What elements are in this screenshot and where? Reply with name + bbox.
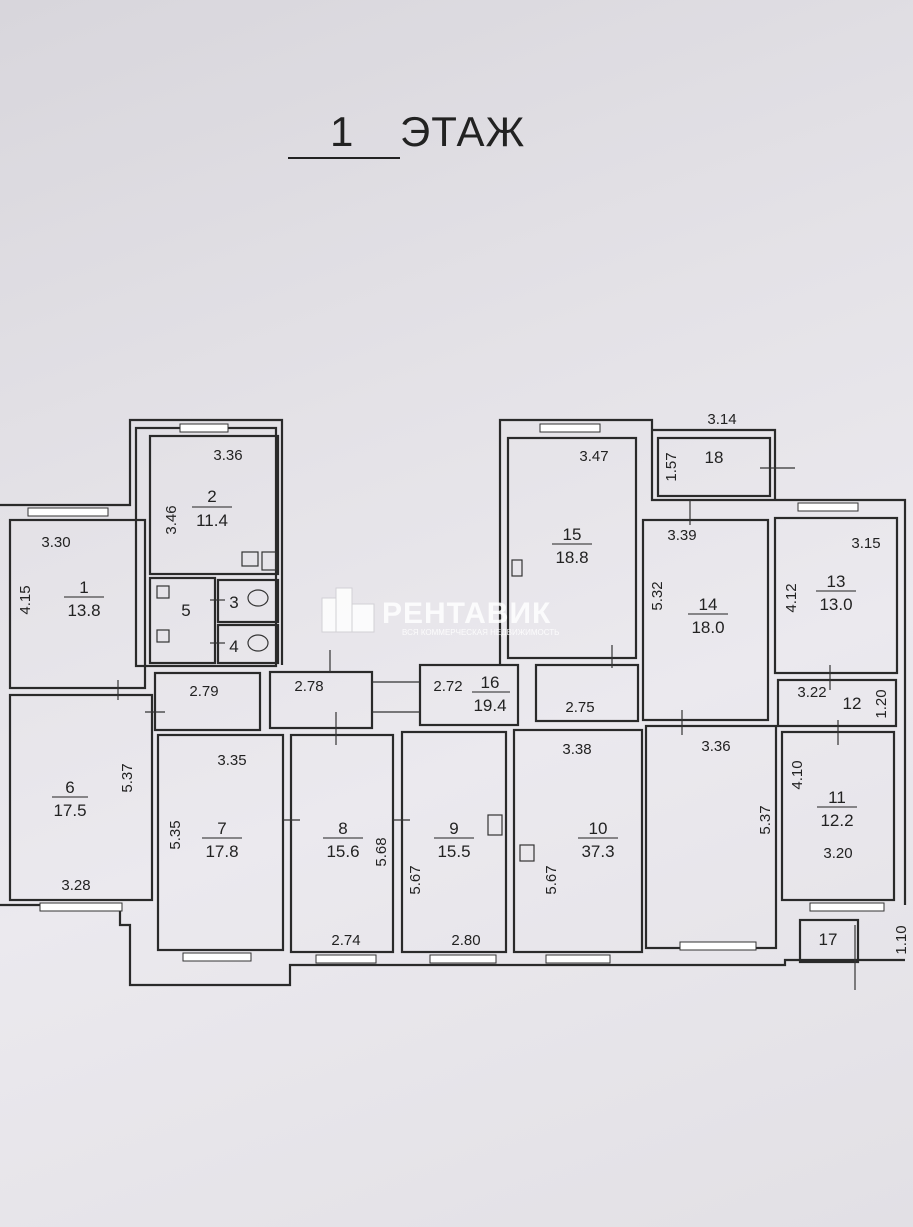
dim-r10-width: 3.38	[562, 741, 591, 758]
room-number: 14	[699, 595, 718, 614]
corridor-b	[268, 670, 374, 730]
dim-corridor-d: 2.75	[565, 699, 594, 716]
dim-r1-width: 3.30	[41, 534, 70, 551]
dim-r12-width: 3.22	[797, 684, 826, 701]
room-number: 17	[819, 930, 838, 949]
room-7	[156, 733, 285, 952]
dim-r11-width: 3.20	[823, 845, 852, 862]
room-number: 3	[229, 593, 238, 612]
dim-r14-width: 3.39	[667, 527, 696, 544]
room-1	[8, 518, 147, 690]
dim-r7-width: 3.35	[217, 752, 246, 769]
dim-hall-width: 3.36	[701, 738, 730, 755]
room-area: 11.4	[196, 511, 228, 530]
dim-corridor-a: 2.79	[189, 683, 218, 700]
room-5	[148, 576, 217, 665]
dim-hall-height: 5.37	[757, 805, 774, 834]
room-shapes	[8, 434, 899, 964]
room-16	[418, 663, 520, 727]
room-number: 12	[843, 694, 862, 713]
room-number: 2	[207, 487, 216, 506]
room-area: 13.8	[67, 601, 100, 620]
room-area: 15.6	[326, 842, 359, 861]
dimension-labels: 3.30 4.15 3.36 3.46 5.37 3.28 3.35 5.35 …	[17, 411, 910, 955]
dim-r17-height: 1.10	[893, 925, 910, 954]
windows	[27, 423, 885, 964]
dim-r8-height: 5.68	[373, 837, 390, 866]
room-13	[773, 516, 899, 675]
dim-r12-height: 1.20	[873, 689, 890, 718]
room-number: 4	[229, 637, 238, 656]
room-number: 8	[338, 819, 347, 838]
dim-corridor-b: 2.78	[294, 678, 323, 695]
dim-r2-height: 3.46	[163, 505, 180, 534]
corridor-a	[153, 671, 262, 732]
room-number: 13	[827, 572, 846, 591]
dim-r1-height: 4.15	[17, 585, 34, 614]
room-area: 17.5	[53, 801, 86, 820]
watermark-tagline: ВСЯ КОММЕРЧЕСКАЯ НЕДВИЖИМОСТЬ	[402, 628, 559, 637]
doors	[117, 467, 856, 990]
room-14	[641, 518, 770, 722]
room-number: 9	[449, 819, 458, 838]
floor-word: ЭТАЖ	[400, 108, 525, 155]
floor-title: 1 ЭТАЖ	[288, 108, 525, 159]
room-area: 17.8	[205, 842, 238, 861]
hall-room	[644, 724, 778, 950]
dim-r9-height: 5.67	[407, 865, 424, 894]
dim-r13-height: 4.12	[783, 583, 800, 612]
room-number: 1	[79, 578, 88, 597]
floor-number: 1	[330, 108, 353, 155]
dim-r18-height: 1.57	[663, 452, 680, 481]
room-4	[216, 623, 280, 665]
room-number: 5	[181, 601, 190, 620]
building-icon	[321, 587, 375, 633]
dim-r2-width: 3.36	[213, 447, 242, 464]
dim-r10-height: 5.67	[543, 865, 560, 894]
room-12	[776, 678, 898, 728]
dim-r14-height: 5.32	[649, 581, 666, 610]
room-number: 11	[828, 788, 846, 807]
room-2	[148, 434, 280, 576]
room-3	[216, 578, 280, 624]
dim-r7-height: 5.35	[167, 820, 184, 849]
room-area: 37.3	[581, 842, 614, 861]
room-8	[289, 733, 395, 954]
room-9	[400, 730, 508, 954]
room-18	[656, 436, 772, 498]
room-labels: 1 13.8 2 11.4 3 4 5 6 17.5 7 17.8 8 15.6…	[52, 448, 861, 949]
dim-r13-width: 3.15	[851, 535, 880, 552]
room-17	[798, 918, 860, 964]
room-area: 18.0	[691, 618, 724, 637]
dim-r6-height: 5.37	[119, 763, 136, 792]
room-area: 15.5	[437, 842, 470, 861]
corridor-d	[534, 663, 640, 723]
room-area: 12.2	[820, 811, 853, 830]
room-area: 13.0	[819, 595, 852, 614]
dim-r6-width: 3.28	[61, 877, 90, 894]
room-number: 10	[589, 819, 608, 838]
room-number: 15	[563, 525, 582, 544]
room-6	[8, 693, 154, 902]
room-area: 19.4	[473, 696, 506, 715]
room-number: 7	[217, 819, 226, 838]
watermark-brand: РЕНТАВИК	[382, 597, 551, 630]
room-15	[506, 436, 638, 660]
dim-r9-width: 2.80	[451, 932, 480, 949]
dim-corridor-c: 2.72	[433, 678, 462, 695]
dim-r8-width: 2.74	[331, 932, 360, 949]
dim-r18-width: 3.14	[707, 411, 736, 428]
room-number: 18	[705, 448, 724, 467]
dim-r15-width: 3.47	[579, 448, 608, 465]
watermark: РЕНТАВИК ВСЯ КОММЕРЧЕСКАЯ НЕДВИЖИМОСТЬ	[321, 587, 559, 637]
room-number: 16	[481, 673, 500, 692]
room-10	[512, 728, 644, 954]
room-area: 18.8	[555, 548, 588, 567]
room-number: 6	[65, 778, 74, 797]
dim-r11-height: 4.10	[789, 760, 806, 789]
